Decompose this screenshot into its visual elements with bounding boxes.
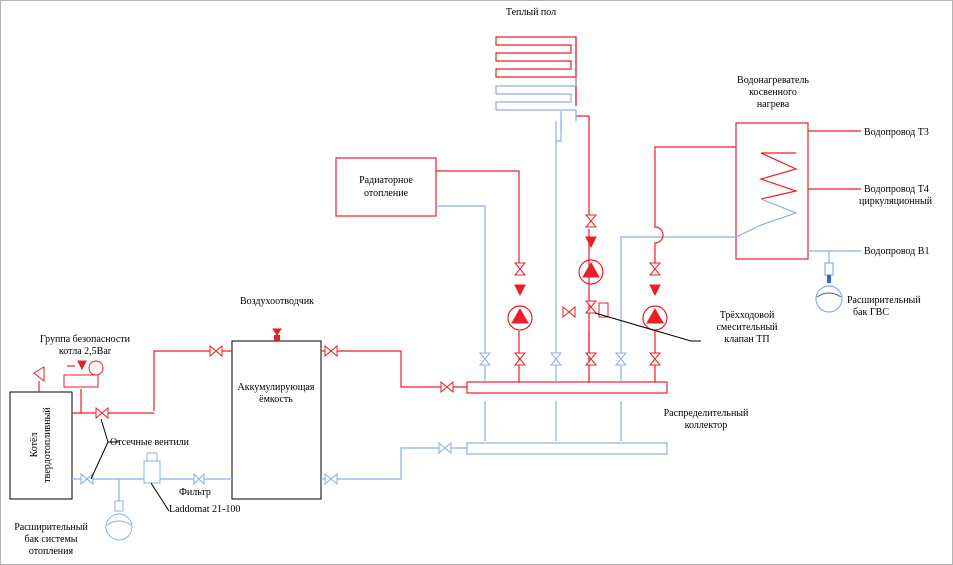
water-heater — [620, 122, 861, 353]
laddomat — [143, 452, 205, 512]
t3-label: Водопровод Т3 — [864, 127, 929, 138]
filter-label: Фильтр — [179, 487, 211, 498]
heat-tank-label-2: бак системы — [25, 534, 78, 545]
dhw-tank-label-2: бак ГВС — [853, 307, 889, 318]
accum-label-1: Аккумулирующая — [238, 382, 315, 393]
laddomat-label: Laddomat 21-100 — [169, 504, 240, 515]
pump-underfloor — [562, 214, 609, 366]
b1-label: Водопровод В1 — [864, 246, 929, 257]
heater-label-3: нагрева — [757, 99, 790, 110]
dhw-expansion-tank — [815, 262, 843, 313]
safety-label-2: котла 2,5Bar — [59, 346, 112, 357]
valve3-label-3: клапан ТП — [724, 334, 769, 345]
accumulator: Аккумулирующая ёмкость — [153, 328, 467, 500]
pump-radiator — [507, 262, 533, 366]
valve3-label-1: Трёхходовой — [720, 310, 775, 321]
boiler-label-1: Котёл — [29, 433, 40, 458]
heat-expansion-tank — [105, 500, 133, 541]
radiator-box: Радиаторное отопление — [335, 157, 520, 353]
valve3-label-2: смесительный — [716, 322, 778, 333]
boiler: Котёл твердотопливный — [9, 366, 232, 501]
manifold — [466, 331, 668, 455]
heater-label-1: Водонагреватель — [737, 75, 809, 86]
heat-tank-label-3: отопления — [29, 546, 74, 557]
manifold-label-2: коллектор — [685, 420, 728, 431]
underfloor-label: Теплый пол — [506, 7, 556, 18]
safety-group — [63, 360, 104, 388]
t4-label-2: циркуляционный — [859, 196, 933, 207]
underfloor-coil — [495, 36, 590, 366]
radiator-label-2: отопление — [364, 188, 409, 199]
safety-label-1: Группа безопасности — [40, 334, 131, 345]
manifold-label-1: Распределительный — [664, 408, 749, 419]
deaerator-label: Воздухоотводчик — [240, 296, 314, 307]
boiler-label-2: твердотопливный — [42, 407, 53, 483]
heater-label-2: косвенного — [749, 87, 797, 98]
t4-label-1: Водопровод Т4 — [864, 184, 929, 195]
radiator-label-1: Радиаторное — [359, 175, 413, 186]
accum-label-2: ёмкость — [259, 394, 293, 405]
blue-valves — [478, 352, 628, 366]
pump-heater — [642, 262, 668, 366]
heat-tank-label-1: Расширительный — [14, 522, 88, 533]
dhw-tank-label-1: Расширительный — [847, 295, 921, 306]
shutoff-label: Отсечные вентили — [110, 437, 190, 448]
